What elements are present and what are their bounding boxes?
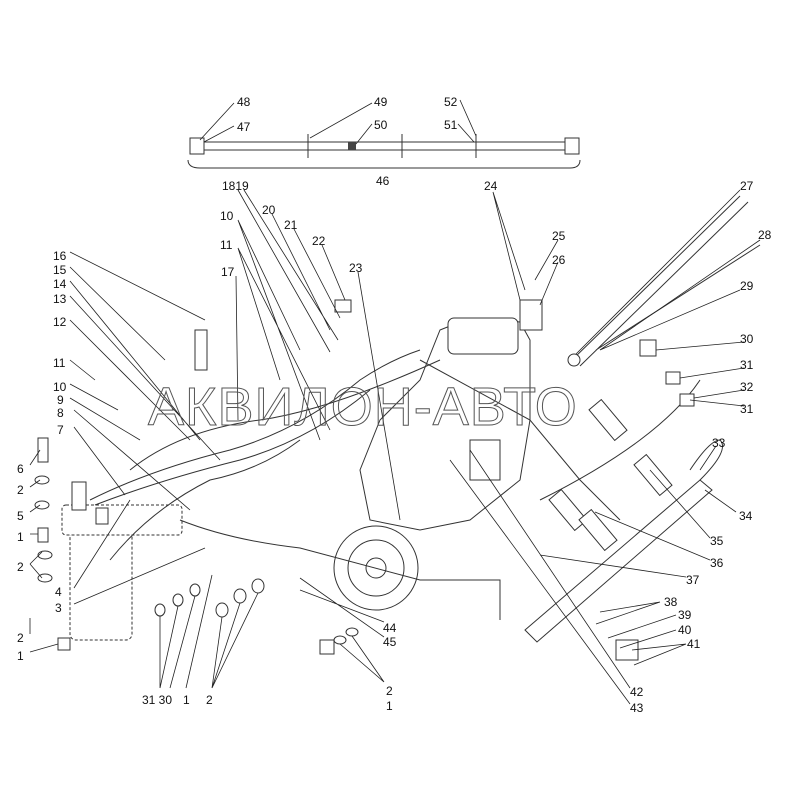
callout-1a: 1 xyxy=(17,530,24,544)
callout-40: 40 xyxy=(678,623,692,637)
callout-29: 29 xyxy=(740,279,754,293)
callout-31a: 31 xyxy=(740,358,754,372)
callout-52: 52 xyxy=(444,95,458,109)
callout-43: 43 xyxy=(630,701,644,715)
callout-10b: 10 xyxy=(53,380,67,394)
pipe-assembly-46 xyxy=(187,134,581,169)
callout-35: 35 xyxy=(710,534,724,548)
callout-38: 38 xyxy=(664,595,678,609)
watermark: АКВИЛОН-АВТО xyxy=(148,377,578,437)
callout-26: 26 xyxy=(552,253,566,267)
callout-4: 4 xyxy=(55,585,62,599)
leader-lines xyxy=(29,99,761,705)
callout-1819: 1819 xyxy=(222,179,249,193)
callout-49: 49 xyxy=(374,95,388,109)
callout-10a: 10 xyxy=(220,209,234,223)
callout-50: 50 xyxy=(374,118,388,132)
small-parts xyxy=(34,299,695,661)
fuel-filter xyxy=(61,481,183,641)
callout-16: 16 xyxy=(53,249,67,263)
callout-30: 30 xyxy=(740,332,754,346)
callout-47: 47 xyxy=(237,120,251,134)
callout-3: 3 xyxy=(55,601,62,615)
callout-45: 45 xyxy=(383,635,397,649)
callout-2b: 2 xyxy=(17,560,24,574)
callout-15: 15 xyxy=(53,263,67,277)
callout-1b: 1 xyxy=(17,649,24,663)
callout-1c: 1 xyxy=(183,693,190,707)
callout-51: 51 xyxy=(444,118,458,132)
callout-39: 39 xyxy=(678,608,692,622)
callout-1d: 1 xyxy=(386,699,393,713)
callout-41: 41 xyxy=(687,637,701,651)
callout-20: 20 xyxy=(262,203,276,217)
callout-42: 42 xyxy=(630,685,644,699)
callout-8: 8 xyxy=(57,406,64,420)
callout-12: 12 xyxy=(53,315,67,329)
callout-2a: 2 xyxy=(17,483,24,497)
callout-13: 13 xyxy=(53,292,67,306)
callout-6: 6 xyxy=(17,462,24,476)
callout-17: 17 xyxy=(221,265,235,279)
callout-9: 9 xyxy=(57,393,64,407)
callout-3130: 31 30 xyxy=(142,693,172,707)
callout-7: 7 xyxy=(57,423,64,437)
leader-line-paths xyxy=(29,99,761,705)
callout-22: 22 xyxy=(312,234,326,248)
callout-46: 46 xyxy=(376,174,390,188)
callout-28: 28 xyxy=(758,228,772,242)
callout-31b: 31 xyxy=(740,402,754,416)
callout-11a: 11 xyxy=(220,238,233,252)
callout-24: 24 xyxy=(484,179,498,193)
callout-44: 44 xyxy=(383,621,397,635)
callout-14: 14 xyxy=(53,277,67,291)
pipes-27-29 xyxy=(567,195,761,367)
callout-27: 27 xyxy=(740,179,754,193)
callout-34: 34 xyxy=(739,509,753,523)
callout-2e: 2 xyxy=(386,684,393,698)
callout-25: 25 xyxy=(552,229,566,243)
callout-37: 37 xyxy=(686,573,700,587)
callout-33: 33 xyxy=(712,436,726,450)
callout-48: 48 xyxy=(237,95,251,109)
callout-36: 36 xyxy=(710,556,724,570)
callout-21: 21 xyxy=(284,218,298,232)
callout-32: 32 xyxy=(740,380,754,394)
callout-11b: 11 xyxy=(53,356,66,370)
callout-2d: 2 xyxy=(206,693,213,707)
callout-2c: 2 xyxy=(17,631,24,645)
callout-23: 23 xyxy=(349,261,363,275)
callout-5: 5 xyxy=(17,509,24,523)
